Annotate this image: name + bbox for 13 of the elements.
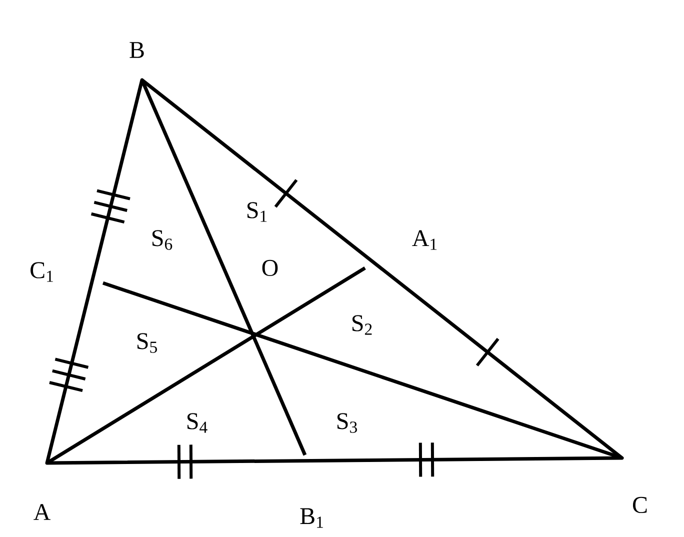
point-label: A$_{1}$ (412, 230, 437, 250)
point-label: B$_{1}$ (300, 508, 323, 528)
point-label: S$_{6}$ (152, 230, 172, 250)
point-label: C (633, 496, 647, 514)
point-label: S$_{3}$ (337, 413, 357, 433)
point-label: S$_{4}$ (187, 413, 208, 433)
point-label: S$_{1}$ (247, 202, 267, 222)
point-label: S$_{5}$ (137, 333, 157, 353)
point-label: S$_{2}$ (352, 315, 372, 335)
point-label: A (34, 504, 50, 520)
point-label: B (130, 42, 144, 58)
point-label: O (262, 260, 278, 276)
point-label: C$_{1}$ (30, 262, 53, 282)
